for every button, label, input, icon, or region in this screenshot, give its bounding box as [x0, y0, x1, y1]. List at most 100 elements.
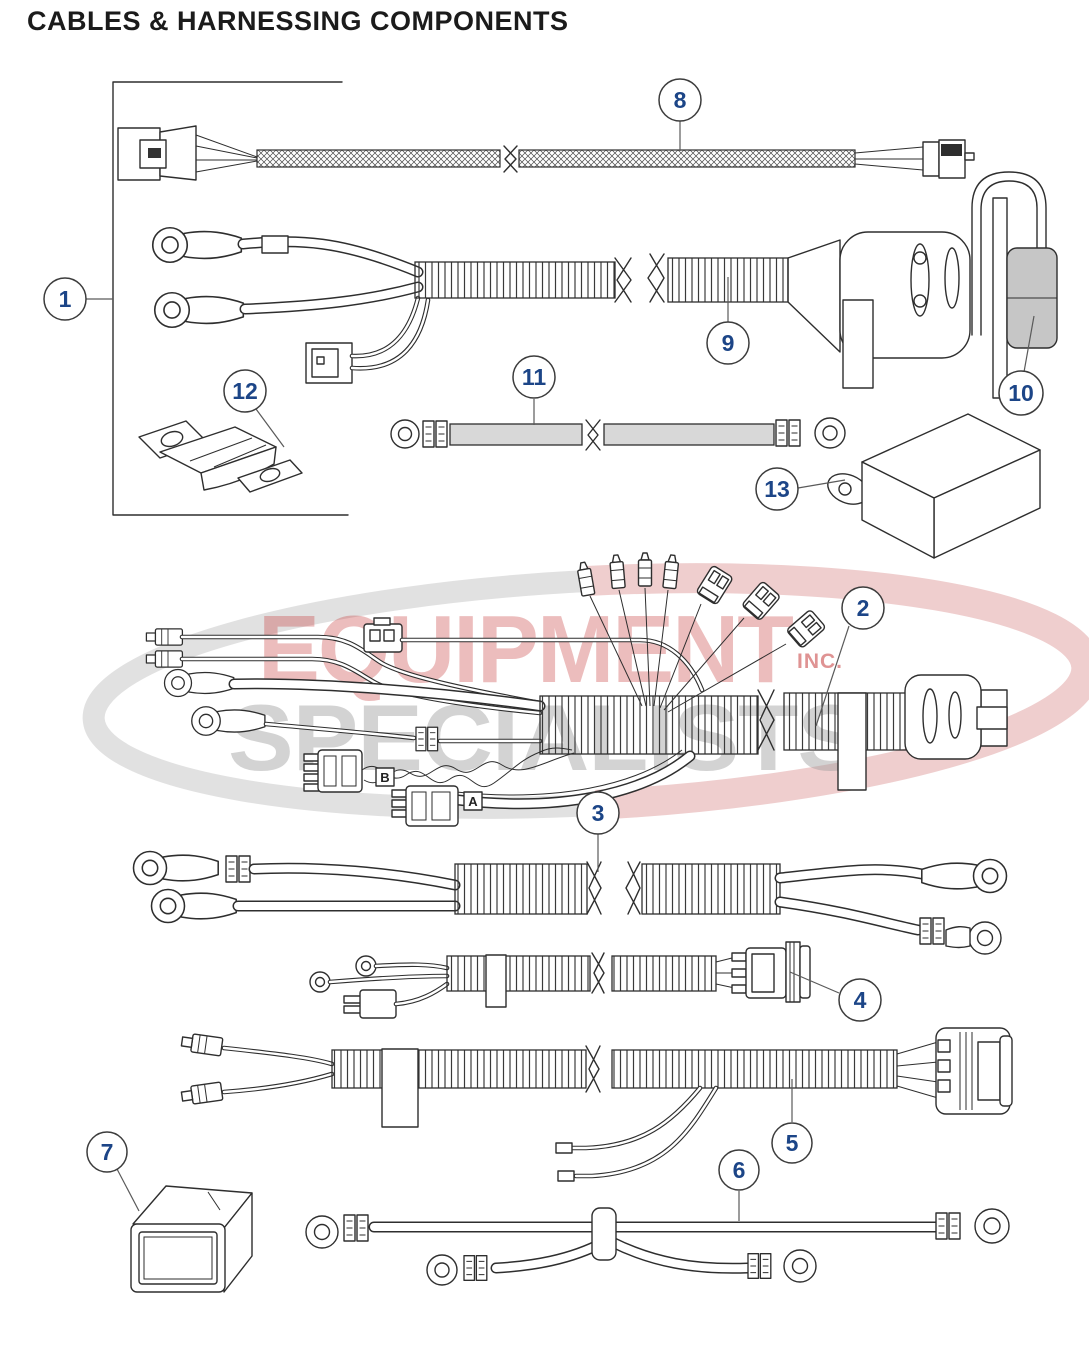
callout-7: 7 [86, 1131, 128, 1173]
callout-10-label: 10 [1008, 380, 1034, 406]
part-2-control-harness: B A [145, 552, 1008, 827]
page-title: CABLES & HARNESSING COMPONENTS [27, 6, 569, 36]
conduit [454, 863, 588, 915]
conduit-break [614, 257, 632, 303]
cable8-braid-left [256, 149, 501, 168]
spade-terminal [180, 1031, 224, 1057]
spade-terminal [608, 553, 626, 590]
conduit-cone [787, 239, 841, 353]
conduit-break [586, 861, 602, 915]
mount-plate [992, 197, 1008, 399]
cable-break [585, 419, 601, 451]
cable8-connector-key [148, 148, 161, 158]
cable-sleeve [261, 235, 289, 254]
callout-3-label: 3 [592, 800, 605, 826]
cable-clamp [591, 1207, 617, 1261]
connector-b [317, 749, 363, 793]
callout-13-label: 13 [764, 476, 790, 502]
cable8-braid-right [518, 149, 856, 168]
part-3-ground-cables [132, 850, 1008, 955]
callout-1: 1 [43, 277, 87, 321]
callout-2-label: 2 [857, 595, 870, 621]
part-7-cover [130, 1185, 253, 1293]
conduit-break [591, 952, 605, 994]
callout-8: 8 [658, 78, 702, 122]
connector-b-label: B [380, 770, 389, 785]
conduit [539, 695, 759, 755]
plug-connector [785, 608, 827, 650]
callout-6: 6 [718, 1149, 760, 1191]
label-box-a [463, 791, 483, 811]
callout-9-label: 9 [722, 330, 735, 356]
wire-tip [557, 1170, 575, 1182]
callout-7-label: 7 [101, 1139, 114, 1165]
part-6-ground-strap [305, 1207, 1010, 1286]
callout-12-label: 12 [232, 378, 258, 404]
callout-13: 13 [755, 467, 799, 511]
conduit [446, 955, 591, 992]
watermark-suffix: INC. [797, 650, 843, 673]
module-front [861, 461, 935, 559]
leader-12 [255, 408, 285, 448]
ring-terminal [150, 888, 237, 924]
callout-10: 10 [998, 370, 1044, 416]
conduit-break [585, 1045, 601, 1093]
callout-12: 12 [223, 369, 267, 413]
callout-5-label: 5 [786, 1130, 799, 1156]
ring-terminal [163, 668, 235, 698]
callout-5: 5 [771, 1122, 813, 1164]
spade-terminal [662, 553, 680, 590]
callout-9: 9 [706, 321, 750, 365]
label-box-b [375, 767, 395, 787]
part-5-light-harness [180, 1027, 1013, 1182]
conduit [331, 1049, 587, 1089]
callout-4-label: 4 [854, 987, 867, 1013]
harness-strap [381, 1048, 419, 1128]
part-4-accessory-harness [309, 941, 811, 1019]
part5-connector [935, 1027, 1011, 1115]
callout-11-label: 11 [522, 364, 547, 390]
callout-3: 3 [576, 791, 620, 835]
leader-2 [815, 625, 850, 727]
plug-latch-slot [976, 706, 1008, 730]
wire-tip [555, 1142, 573, 1154]
conduit [611, 1049, 898, 1089]
callout-11: 11 [512, 355, 556, 399]
cable-right [603, 423, 775, 446]
conduit-break [757, 689, 775, 751]
callouts: 1 2 3 4 5 6 7 [43, 78, 1044, 1191]
callout-1-label: 1 [59, 286, 72, 312]
leader-13 [797, 479, 846, 489]
harness-strap [842, 299, 874, 389]
leader-4 [789, 971, 840, 994]
handle-loop-outer [971, 171, 1047, 336]
ring-terminal [921, 858, 1008, 894]
conduit [414, 261, 616, 299]
two-pin-connector [359, 989, 397, 1019]
ring-terminal [132, 850, 219, 886]
watermark-swoosh-gray [82, 570, 597, 819]
conduit [611, 955, 717, 992]
leader-lines [86, 121, 1035, 1221]
ring-terminal [153, 291, 245, 329]
callout-4: 4 [838, 978, 882, 1022]
callout-6-label: 6 [733, 1157, 746, 1183]
conduit [641, 863, 781, 915]
part2-plug-body [904, 674, 982, 760]
spade-terminal [180, 1081, 224, 1107]
part-9-10-power-harness [151, 171, 1058, 399]
part-12-fuse [138, 420, 303, 493]
cable-left [449, 423, 583, 446]
handle-loop-inner [980, 180, 1038, 336]
leader-7 [116, 1168, 140, 1212]
spade-terminal [637, 552, 653, 587]
ring-terminal [151, 226, 243, 264]
connector-a-label: A [468, 794, 478, 809]
spade-terminal [145, 628, 184, 646]
leader-10 [1023, 315, 1035, 373]
cable8-break [503, 145, 518, 173]
part-11-battery-cable [390, 417, 846, 451]
callout-8-label: 8 [674, 87, 687, 113]
